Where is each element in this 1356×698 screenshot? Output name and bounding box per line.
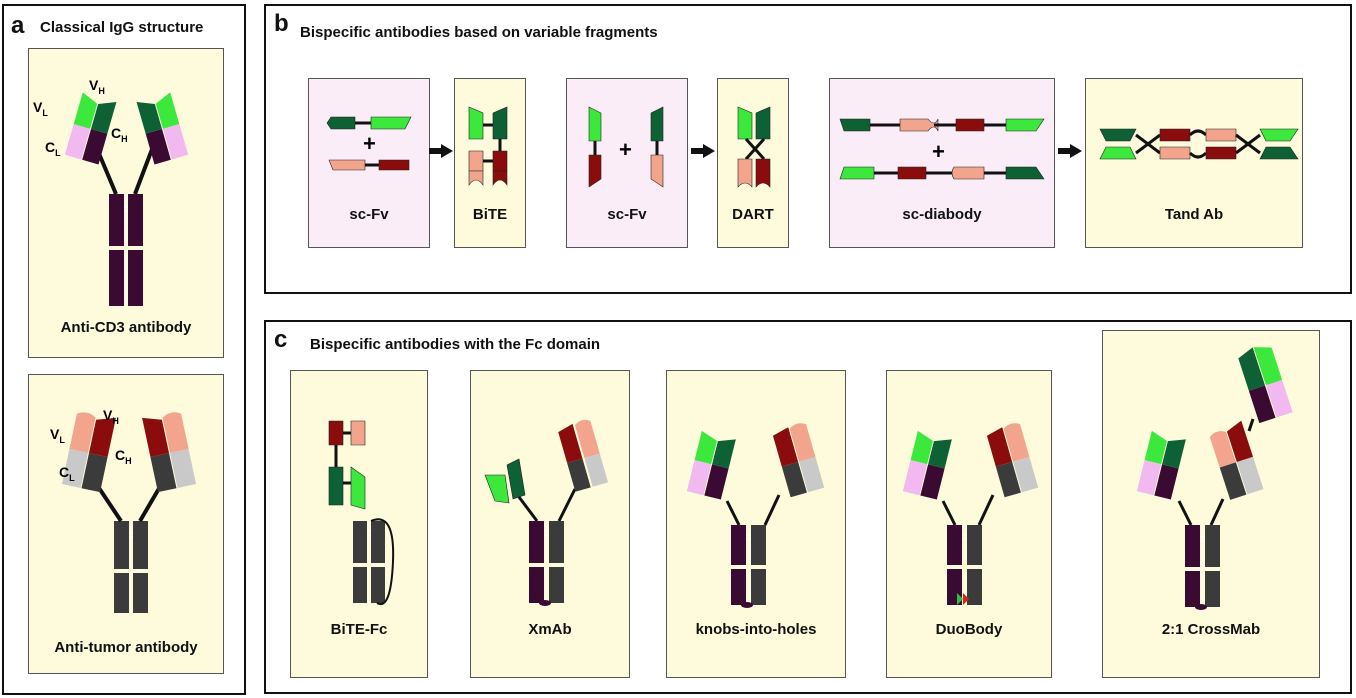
xmab-box: XmAb (470, 370, 630, 678)
knobs-into-holes-diagram (686, 423, 825, 608)
sc-diabody-box: + sc-diabody (829, 78, 1055, 248)
scfv-box-1: + sc-Fv (308, 78, 430, 248)
crossmab-box: 2:1 CrossMab (1102, 330, 1320, 678)
scfv-diagram-2: + (588, 106, 664, 188)
panel-b-title: Bispecific antibodies based on variable … (300, 24, 658, 41)
tand-ab-box: Tand Ab (1085, 78, 1303, 248)
panel-b: b Bispecific antibodies based on variabl… (264, 4, 1352, 294)
crossmab-label: 2:1 CrossMab (1161, 621, 1261, 638)
bite-fc-diagram (328, 420, 395, 606)
panel-c: c Bispecific antibodies with the Fc doma… (264, 320, 1352, 694)
arrow-icon (1058, 144, 1082, 158)
panel-letter-c: c (274, 326, 288, 353)
ch-label-tumor: CH (115, 447, 132, 466)
dart-diagram (737, 106, 771, 188)
tand-ab-label: Tand Ab (1164, 206, 1224, 223)
xmab-label: XmAb (528, 621, 572, 638)
anti-tumor-antibody-box: VL VH CL CH Anti-tumor antibody (28, 374, 224, 674)
sc-diabody-label: sc-diabody (902, 206, 982, 223)
vl-label-tumor: VL (50, 426, 65, 445)
knobs-into-holes-label: knobs-into-holes (695, 621, 817, 638)
anti-cd3-antibody-box: VL VH CL CH Anti-CD3 antibody (28, 48, 224, 358)
cl-label: CL (45, 139, 61, 158)
anti-cd3-antibody-label: Anti-CD3 antibody (60, 319, 192, 336)
scfv-diagram-1: + (326, 116, 412, 171)
scfv-box-2: + sc-Fv (566, 78, 688, 248)
plus-sign: + (619, 137, 632, 162)
xmab-diagram (484, 419, 609, 606)
bite-box: BiTE (454, 78, 526, 248)
sc-diabody-diagram: + (839, 118, 1045, 180)
ch-label: CH (111, 125, 128, 144)
dart-box: DART (717, 78, 789, 248)
duobody-diagram (902, 423, 1039, 605)
panel-letter-b: b (274, 10, 289, 37)
plus-sign: + (363, 131, 376, 156)
panel-a-title: Classical IgG structure (40, 19, 204, 36)
cl-label-tumor: CL (59, 464, 75, 483)
plus-sign: + (932, 139, 945, 164)
panel-letter-a: a (11, 12, 25, 39)
panel-a: a Classical IgG structure (2, 4, 246, 695)
anti-tumor-antibody-diagram: VL VH CL CH (50, 407, 197, 613)
scfv-label-2: sc-Fv (607, 206, 647, 223)
arrow-icon (691, 144, 715, 158)
knobs-into-holes-box: knobs-into-holes (666, 370, 846, 678)
scfv-label-1: sc-Fv (349, 206, 389, 223)
crossmab-diagram (1136, 347, 1293, 610)
dart-label: DART (732, 206, 774, 223)
arrow-icon (429, 144, 453, 158)
vl-label: VL (33, 99, 48, 118)
vh-label-tumor: VH (103, 407, 119, 426)
anti-cd3-antibody-diagram: VL VH CL CH (33, 77, 189, 306)
anti-tumor-antibody-label: Anti-tumor antibody (54, 639, 198, 656)
bite-diagram (468, 106, 508, 186)
duobody-box: DuoBody (886, 370, 1052, 678)
bite-fc-label: BiTE-Fc (330, 621, 388, 638)
tand-ab-diagram (1099, 128, 1299, 160)
duobody-label: DuoBody (935, 621, 1003, 638)
panel-c-title: Bispecific antibodies with the Fc domain (310, 336, 601, 353)
vh-label: VH (89, 77, 105, 96)
bite-label: BiTE (472, 206, 508, 223)
bite-fc-box: BiTE-Fc (290, 370, 428, 678)
